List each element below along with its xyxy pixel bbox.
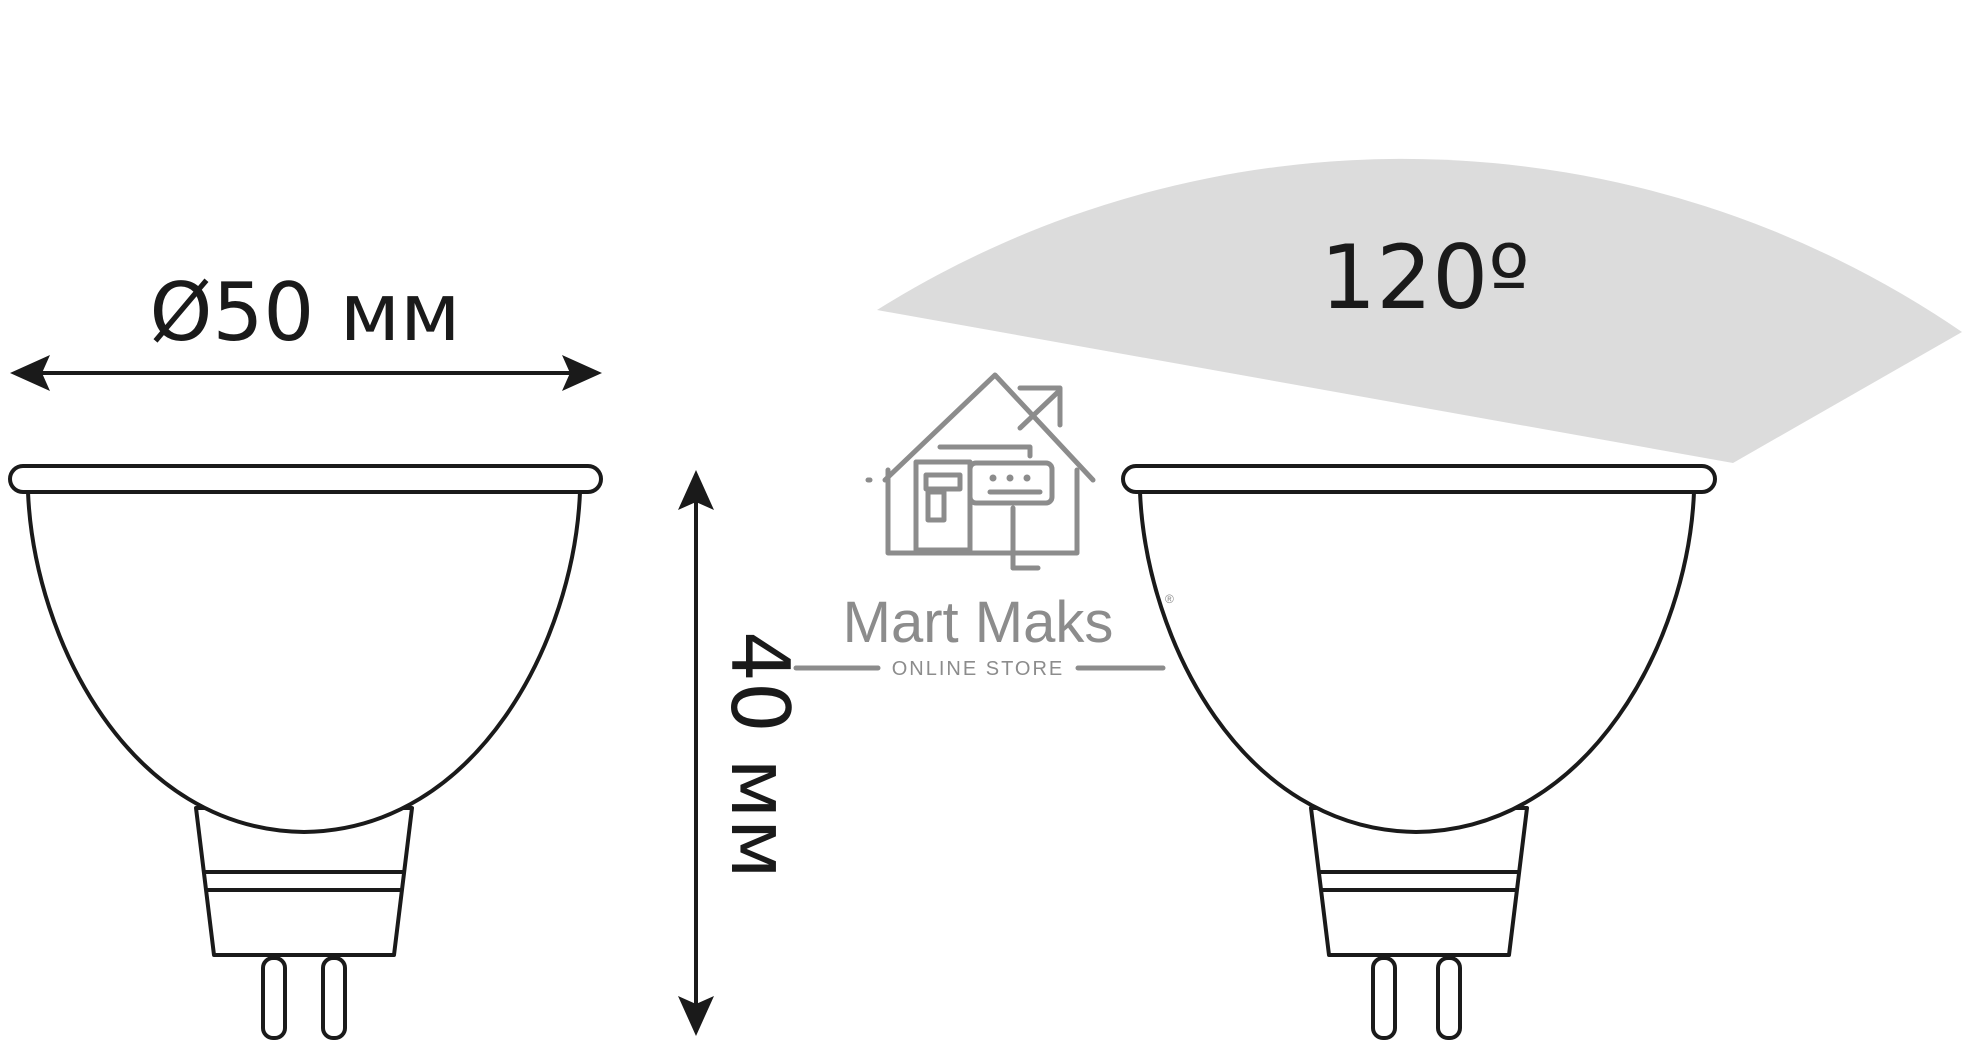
brand-name: Mart Maks: [843, 590, 1114, 655]
beam-cone: [877, 158, 1962, 463]
bulb-left: [8, 464, 603, 1040]
bulb-pin: [1436, 956, 1462, 1040]
bulb-pin: [321, 956, 347, 1040]
height-dimension-arrow: [678, 470, 714, 1036]
brand-tagline: ONLINE STORE: [892, 658, 1065, 680]
bulb-pin: [1371, 956, 1397, 1040]
growth-arrow-icon: [1017, 385, 1063, 431]
store-logo: Mart Maks ® ONLINE STORE: [793, 372, 1174, 680]
bulb-rim: [1121, 464, 1717, 494]
height-label: 40 мм: [713, 631, 806, 879]
bulb-reflector: [26, 490, 582, 834]
house-icon: [865, 372, 1096, 571]
registered-mark: ®: [1165, 592, 1174, 606]
bulb-right: [1121, 464, 1717, 1040]
width-dimension-arrow: [10, 355, 602, 391]
beam-angle-label: 120º: [1320, 226, 1529, 329]
bulb-reflector: [1138, 490, 1696, 834]
bulb-rim: [8, 464, 603, 494]
bulb-pin: [261, 956, 287, 1040]
diameter-label: Ø50 мм: [150, 266, 461, 359]
